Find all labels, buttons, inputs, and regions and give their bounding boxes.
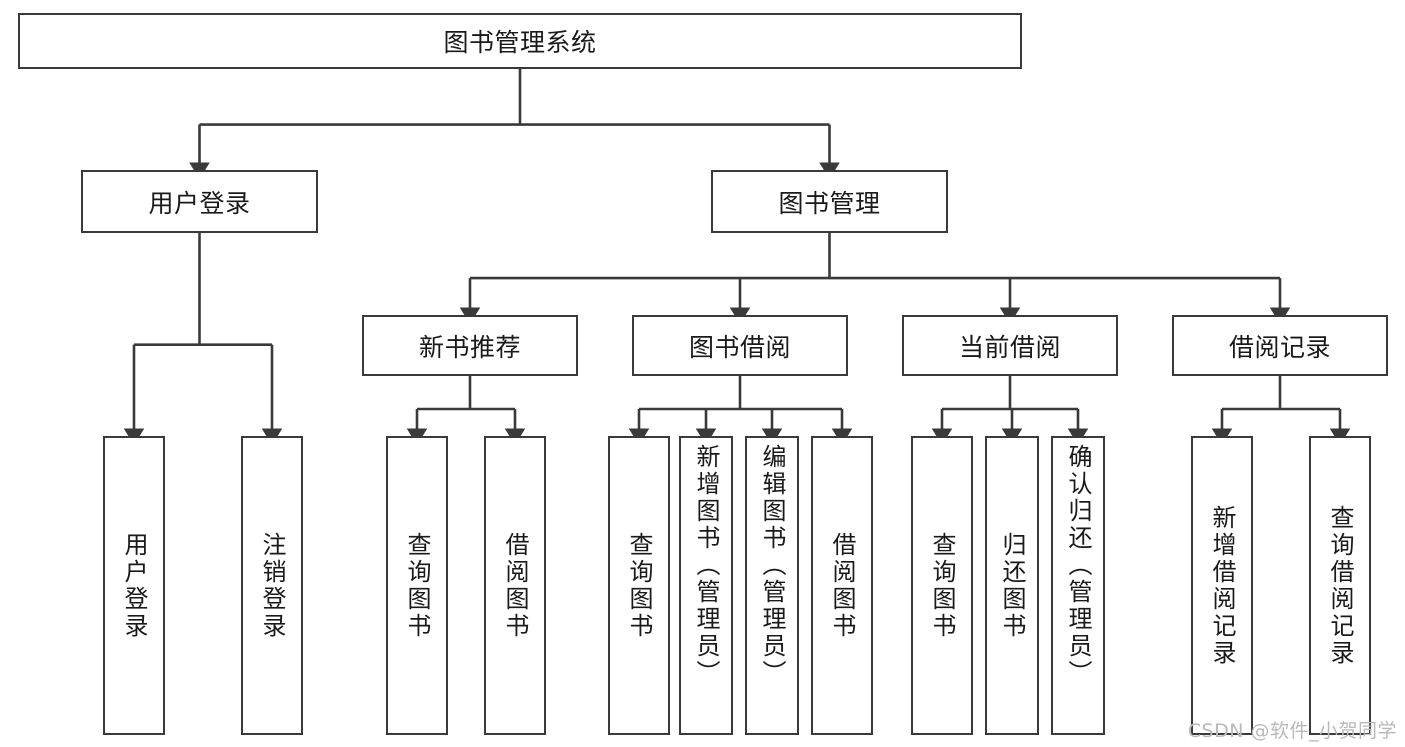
node-current-borrow[interactable]: 当前借阅: [902, 315, 1118, 376]
node-book-borrow[interactable]: 图书借阅: [632, 315, 848, 376]
leaf-leaf-confirm-return[interactable]: 确认归还（管理员）: [1051, 436, 1105, 735]
node-label: 借阅记录: [1228, 332, 1331, 362]
leaf-leaf-query-book-recommend[interactable]: 查询图书: [386, 436, 448, 735]
node-label: 新增借阅记录: [1208, 504, 1236, 667]
leaf-leaf-add-record[interactable]: 新增借阅记录: [1191, 436, 1253, 735]
node-borrow-record[interactable]: 借阅记录: [1172, 315, 1388, 376]
leaf-leaf-query-record[interactable]: 查询借阅记录: [1309, 436, 1371, 735]
node-root[interactable]: 图书管理系统: [18, 13, 1022, 69]
leaf-leaf-add-book[interactable]: 新增图书（管理员）: [679, 436, 733, 735]
node-label: 查询图书: [625, 531, 653, 640]
leaf-leaf-logout[interactable]: 注销登录: [241, 436, 303, 735]
node-label: 用户登录: [148, 188, 251, 218]
node-user-login[interactable]: 用户登录: [81, 170, 318, 233]
node-label: 新增图书（管理员）: [692, 444, 720, 687]
node-label: 编辑图书（管理员）: [758, 444, 786, 687]
node-label: 查询借阅记录: [1326, 504, 1354, 667]
node-label: 图书借阅: [688, 332, 791, 362]
node-label: 图书管理: [778, 188, 881, 218]
node-label: 借阅图书: [501, 531, 529, 640]
leaf-leaf-return-book[interactable]: 归还图书: [985, 436, 1039, 735]
node-label: 图书管理系统: [443, 28, 597, 57]
watermark-label: CSDN @软件_小贺同学: [1187, 720, 1397, 742]
node-label: 确认归还（管理员）: [1064, 444, 1092, 687]
node-label: 当前借阅: [958, 332, 1061, 362]
leaf-leaf-query-book-current[interactable]: 查询图书: [911, 436, 973, 735]
node-label: 用户登录: [120, 531, 148, 640]
node-book-manage[interactable]: 图书管理: [711, 170, 948, 233]
node-label: 归还图书: [998, 531, 1026, 640]
node-label: 查询图书: [928, 531, 956, 640]
leaf-leaf-borrow-book[interactable]: 借阅图书: [811, 436, 873, 735]
leaf-leaf-user-login[interactable]: 用户登录: [103, 436, 165, 735]
leaf-leaf-edit-book[interactable]: 编辑图书（管理员）: [745, 436, 799, 735]
node-label: 借阅图书: [828, 531, 856, 640]
node-label: 新书推荐: [418, 332, 521, 362]
node-new-book-recommend[interactable]: 新书推荐: [362, 315, 578, 376]
node-label: 查询图书: [403, 531, 431, 640]
leaf-leaf-borrow-book-recommend[interactable]: 借阅图书: [484, 436, 546, 735]
leaf-leaf-query-book-borrow[interactable]: 查询图书: [608, 436, 670, 735]
node-label: 注销登录: [258, 531, 286, 640]
